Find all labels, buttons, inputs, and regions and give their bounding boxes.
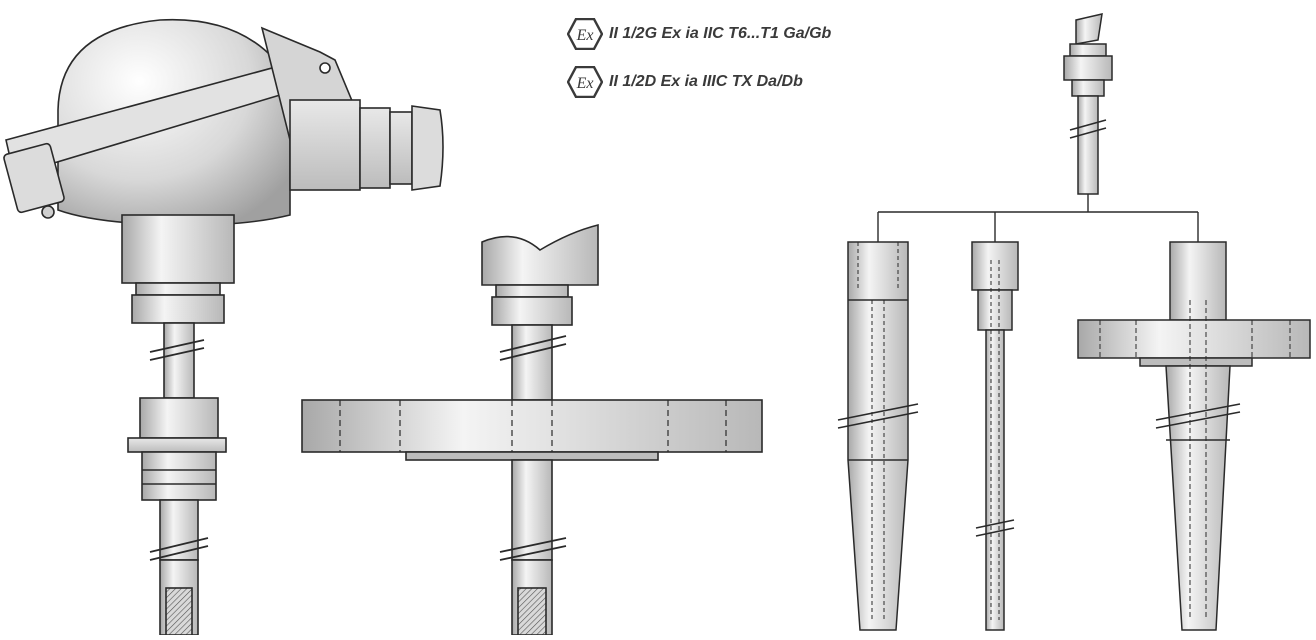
ex-marking-dust: Ex II 1/2D Ex ia IIIC TX Da/Db [567, 66, 803, 98]
process-connection-thread [127, 397, 227, 501]
ex-marking-gas-text: II 1/2G Ex ia IIC T6...T1 Ga/Gb [609, 25, 832, 42]
neck-tube [131, 282, 225, 399]
screw-in-thermowell [971, 241, 1019, 631]
distribution-lines [877, 194, 1199, 242]
ex-symbol-text: Ex [576, 75, 594, 92]
flanged-thermowell [1077, 241, 1311, 631]
sensor-tube [149, 499, 209, 636]
ex-symbol-icon: Ex [567, 66, 603, 98]
head-stub [481, 223, 599, 286]
ex-symbol-text: Ex [576, 27, 594, 44]
flange-disc [301, 399, 763, 461]
cable-gland [289, 99, 444, 191]
ex-marking-gas: Ex II 1/2G Ex ia IIC T6...T1 Ga/Gb [567, 18, 831, 50]
insert-with-thermowells [837, 13, 1311, 631]
flange-assembly [301, 223, 763, 636]
ex-symbol-icon: Ex [567, 18, 603, 50]
head-assembly [3, 18, 444, 636]
tapered-thermowell [837, 241, 919, 631]
measuring-insert [1063, 13, 1113, 195]
ex-marking-dust-text: II 1/2D Ex ia IIIC TX Da/Db [609, 73, 803, 90]
